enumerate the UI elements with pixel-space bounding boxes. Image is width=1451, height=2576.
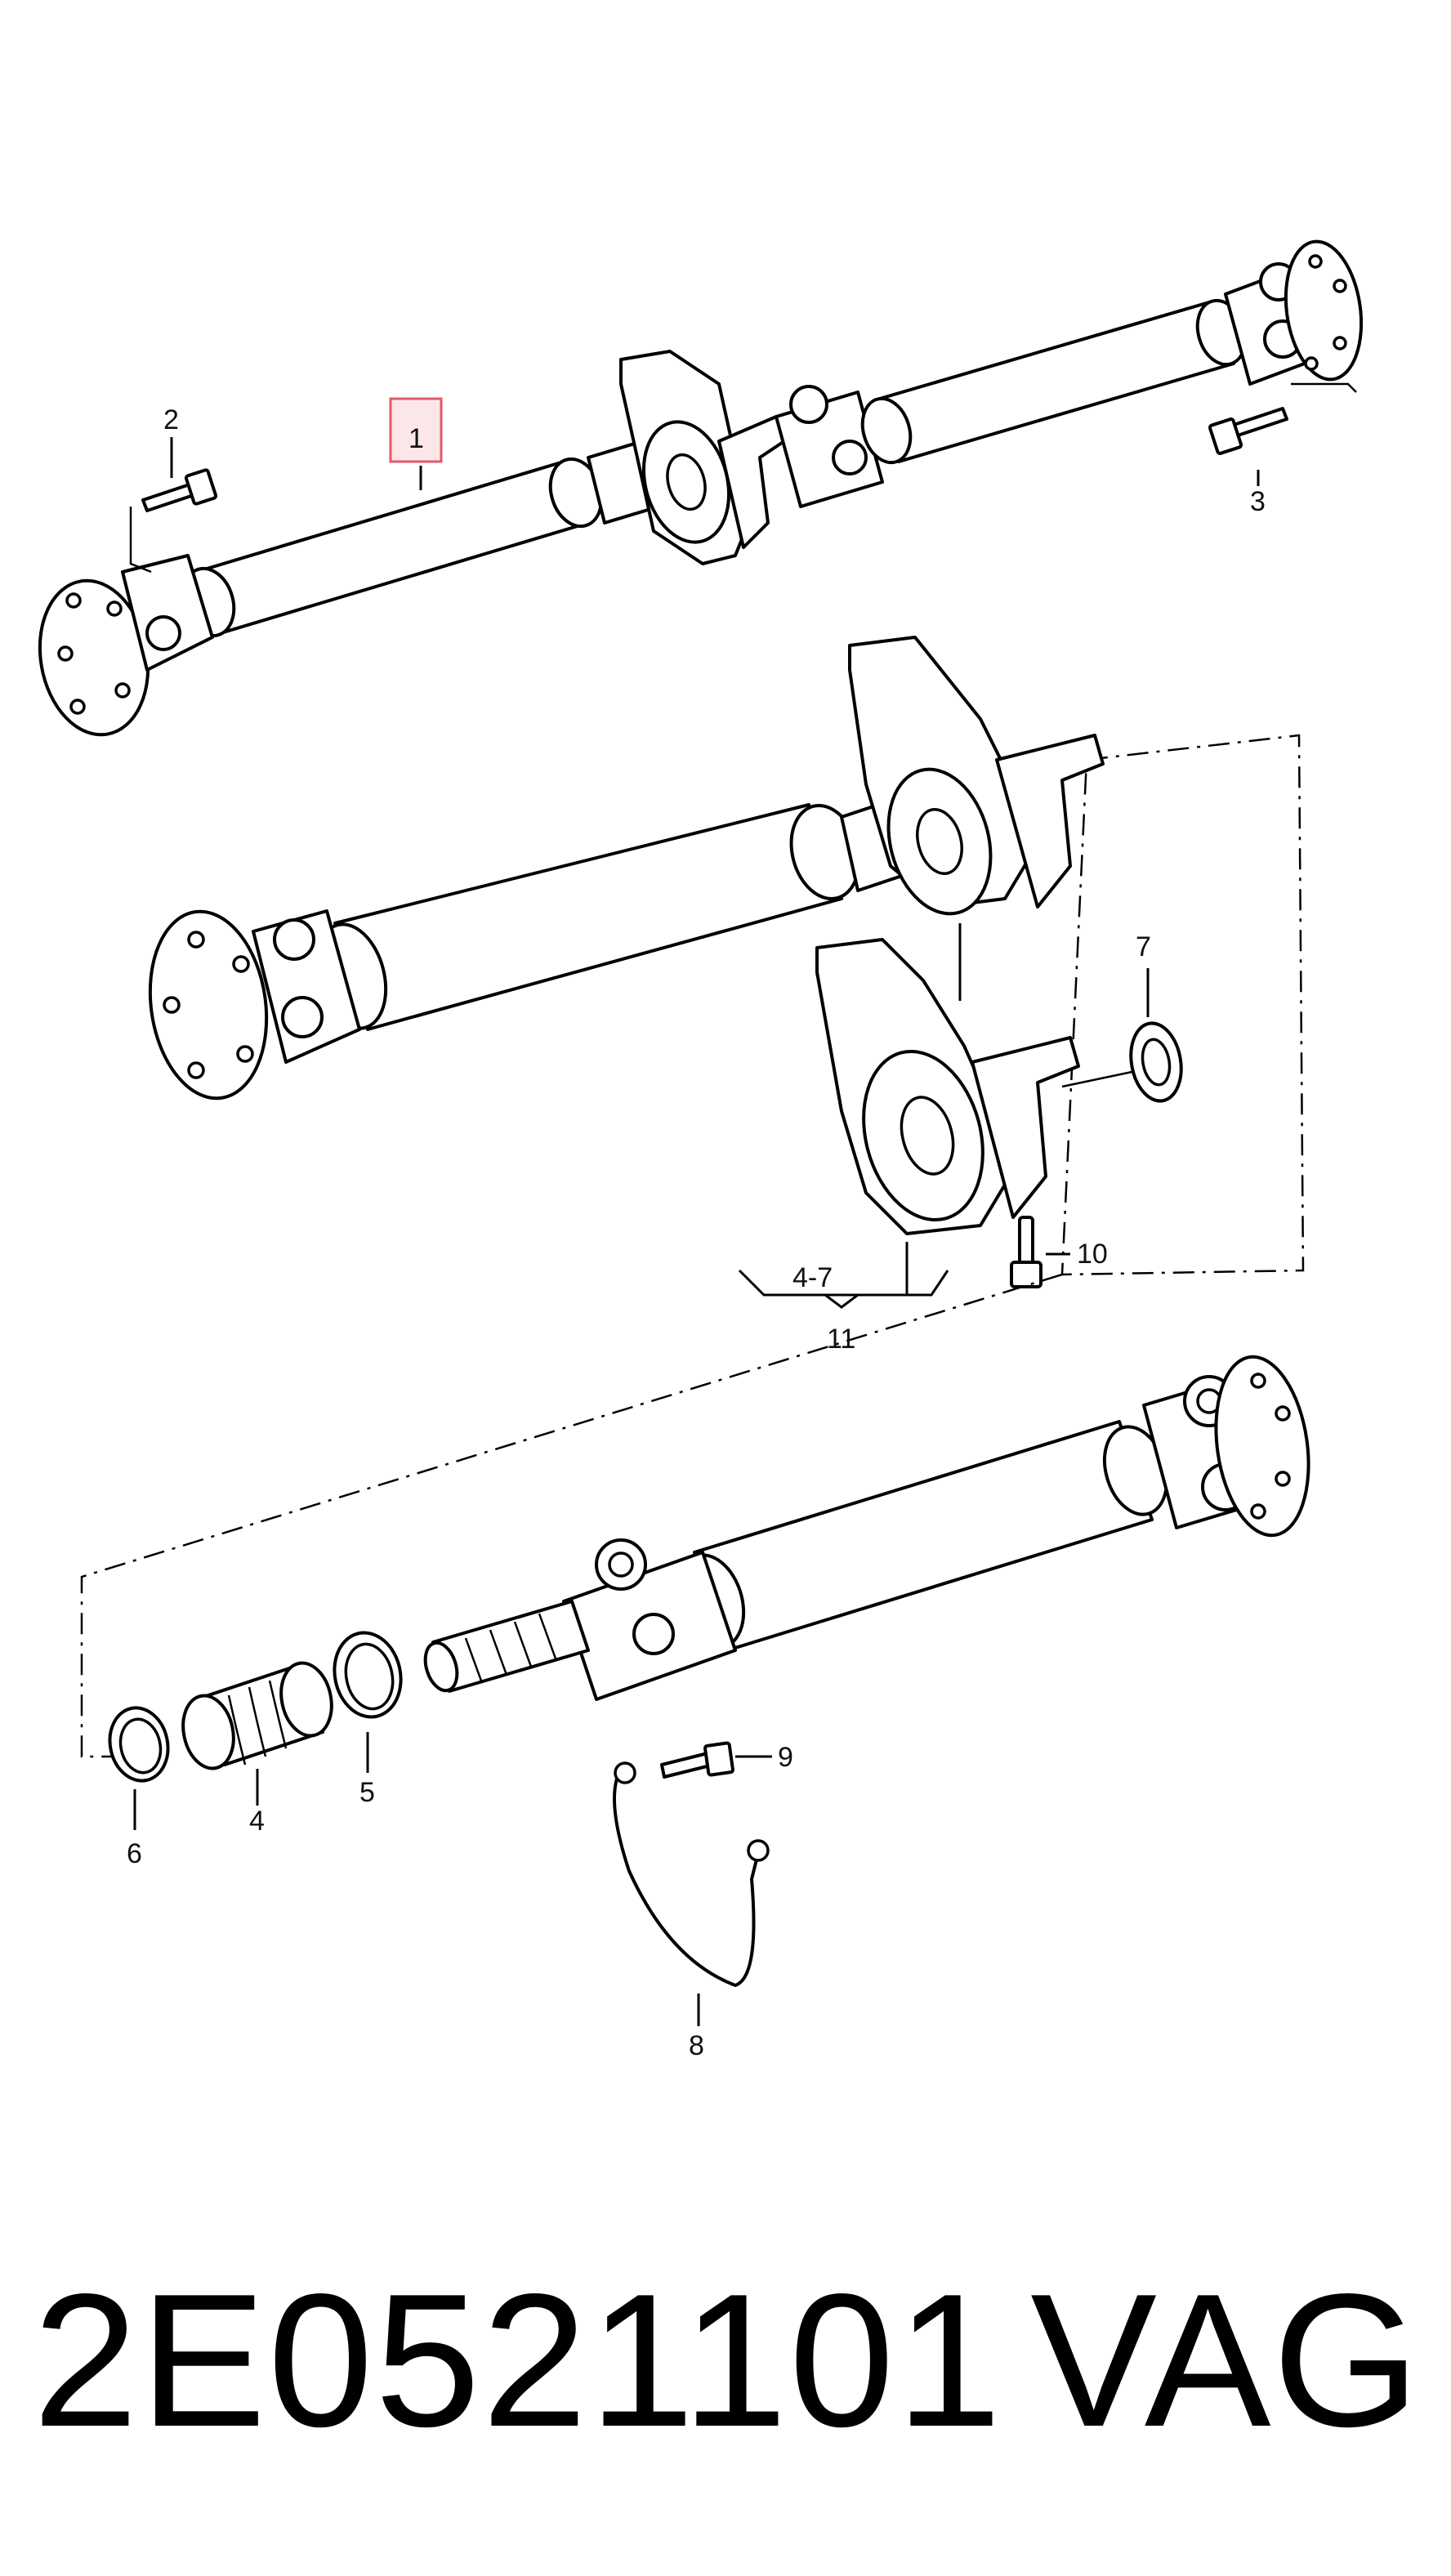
propshaft-assembly-top	[38, 239, 1364, 737]
bolt-part-9	[660, 1741, 772, 1779]
center-support-bearing	[815, 938, 1141, 1235]
front-shaft-section	[148, 636, 1305, 1276]
callout-1-highlight	[389, 397, 443, 463]
callout-label-4: 4	[249, 1806, 265, 1837]
callout-label-11: 11	[827, 1324, 855, 1355]
strap-part-8	[613, 1761, 770, 2026]
callout-label-1: 1	[409, 423, 424, 454]
callout-label-4-7: 4-7	[792, 1262, 833, 1293]
part-caption: 2E0521101 VAG	[33, 2239, 1422, 2484]
boot-part-4	[181, 1661, 333, 1806]
callout-label-3: 3	[1250, 486, 1266, 517]
callout-label-5: 5	[359, 1777, 375, 1808]
part-number: 2E0521101	[33, 2255, 1003, 2467]
lock-ring-part-7	[1129, 968, 1183, 1103]
callout-label-6: 6	[127, 1838, 142, 1869]
bolt-part-3	[1208, 407, 1288, 455]
callout-label-2: 2	[163, 404, 179, 435]
bolt-part-2	[141, 468, 218, 512]
rear-shaft-section	[80, 1273, 1310, 1758]
clamp-part-5	[333, 1631, 403, 1773]
callout-label-8: 8	[689, 2030, 704, 2061]
exploded-parts-diagram: 1 2 3 7 10 4-7 11 9 6 4 5 8	[38, 239, 1364, 2061]
brand-name: VAG	[1030, 2255, 1422, 2467]
callout-label-7: 7	[1136, 931, 1151, 962]
clamp-part-6	[108, 1706, 170, 1830]
bolt-part-10	[1010, 1216, 1070, 1288]
callout-label-10: 10	[1077, 1239, 1108, 1270]
callout-label-9: 9	[778, 1742, 793, 1773]
